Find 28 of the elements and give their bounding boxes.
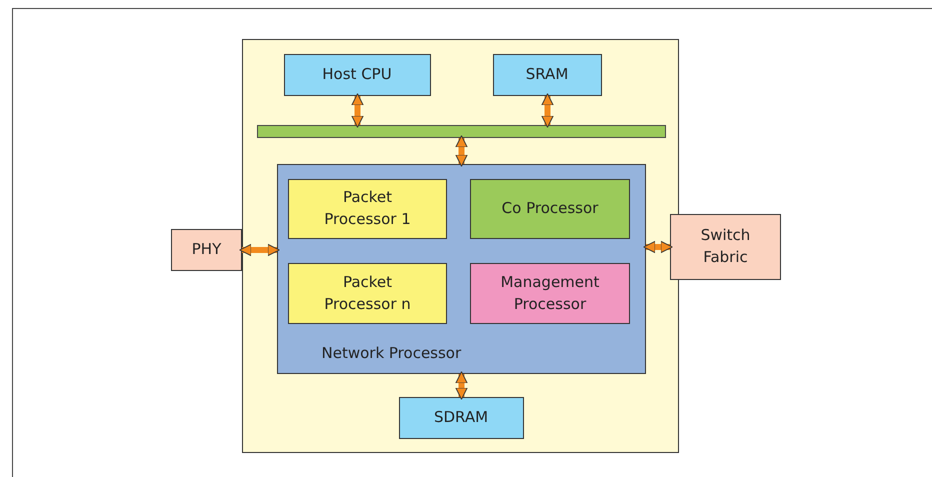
box-label: Packet Processor 1 <box>323 187 412 230</box>
box-label: PHY <box>192 239 222 260</box>
box-label: Management Processor <box>500 272 600 314</box>
process-box <box>288 263 447 324</box>
box-label: Co Processor <box>502 198 598 220</box>
process-box <box>284 54 430 96</box>
process-box <box>492 54 602 96</box>
box-label: Network Processor <box>322 342 462 364</box>
process-box <box>171 229 242 271</box>
double-arrow <box>455 135 468 167</box>
process-box <box>288 179 447 239</box>
box-label: SRAM <box>526 64 568 85</box>
bus-bar <box>256 124 666 138</box>
process-box <box>398 396 524 438</box>
process-box <box>470 263 630 324</box>
double-arrow <box>239 244 280 256</box>
box-label: Host CPU <box>322 64 392 85</box>
process-box <box>276 164 646 374</box>
box-label: Switch Fabric <box>700 225 752 268</box>
process-box <box>670 214 781 280</box>
process-box <box>470 179 630 239</box>
board-background <box>242 39 679 453</box>
double-arrow <box>455 371 468 400</box>
double-arrow <box>643 240 673 254</box>
box-label: Packet Processor n <box>323 272 412 314</box>
box-label: SDRAM <box>434 406 488 428</box>
double-arrow <box>351 93 364 128</box>
double-arrow <box>541 93 554 128</box>
